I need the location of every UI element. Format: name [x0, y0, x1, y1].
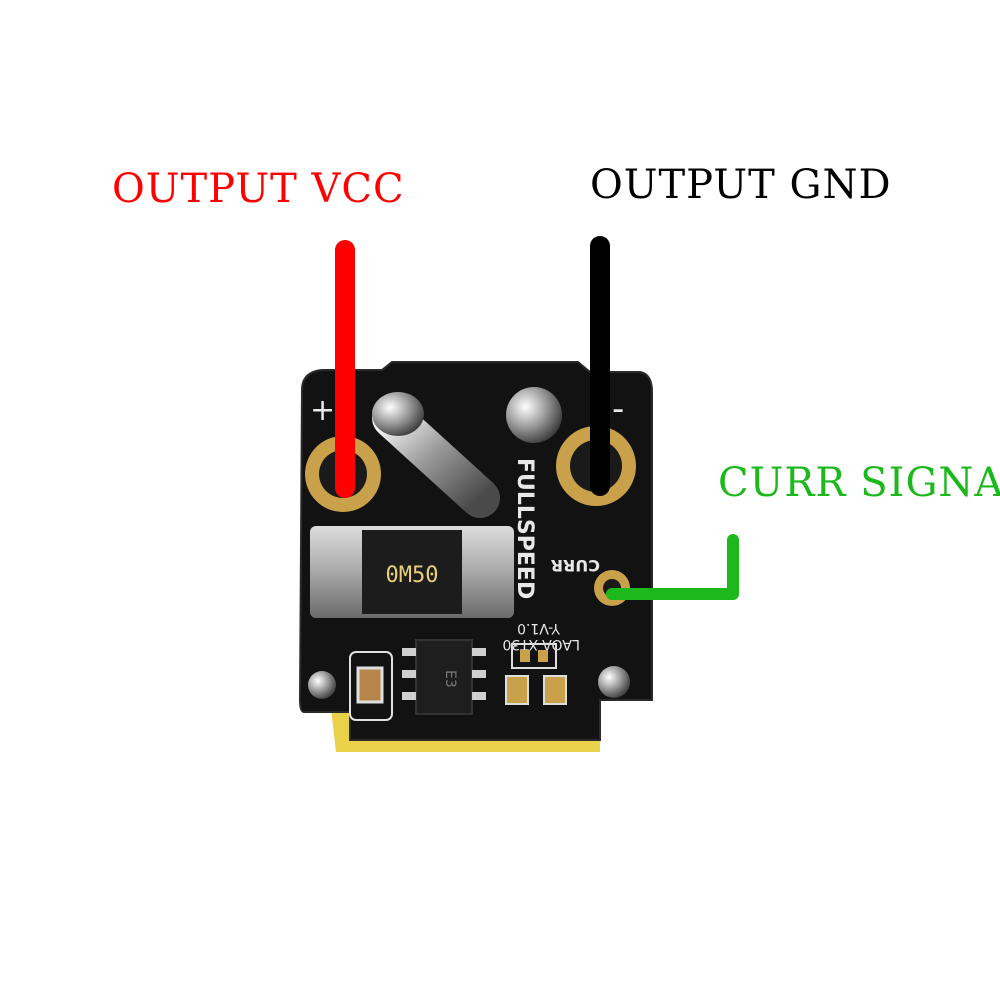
curr-pointer — [606, 534, 739, 600]
right-component-2 — [543, 675, 567, 705]
screw-right — [598, 666, 630, 698]
resistor-marking: 0M50 — [386, 563, 439, 588]
silk-version: Y-V1.0 — [517, 620, 561, 636]
right-component-1 — [505, 675, 529, 705]
screw-left — [308, 671, 336, 699]
ic-marking: E3 — [442, 670, 458, 688]
curr-signal-label: CURR SIGNAL — [718, 460, 1000, 506]
silk-curr: CURR — [551, 556, 600, 575]
silk-plus: + — [310, 393, 335, 428]
output-gnd-label: OUTPUT GND — [590, 162, 892, 208]
ic-chip — [415, 639, 473, 715]
left-capacitor — [356, 666, 384, 704]
silk-brand: FULLSPEED — [512, 458, 537, 599]
solder-ball — [506, 387, 562, 443]
silk-minus: - — [612, 389, 624, 429]
output-vcc-label: OUTPUT VCC — [112, 166, 405, 212]
